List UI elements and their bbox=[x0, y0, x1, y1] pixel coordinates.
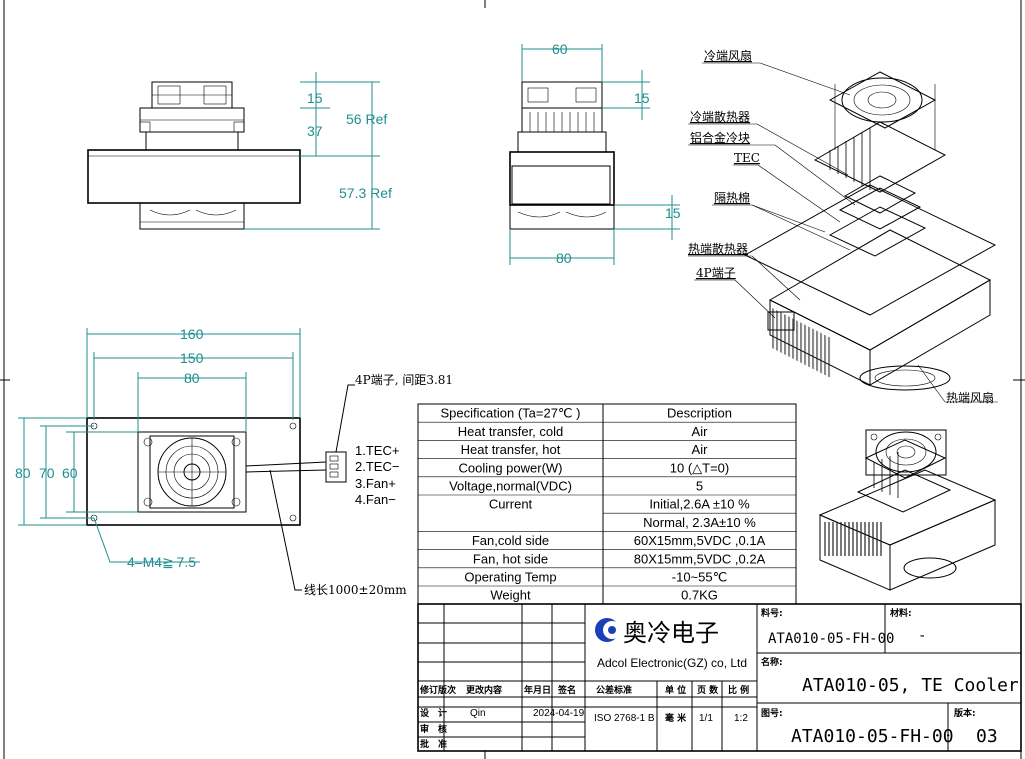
end-view: 60 15 15 80 bbox=[509, 41, 681, 266]
rev-header-date: 年月日 bbox=[524, 684, 551, 696]
dim-top-70-vertical: 70 bbox=[39, 465, 55, 481]
version-label: 版本: bbox=[953, 707, 976, 719]
dim-end-15-bot: 15 bbox=[665, 205, 681, 221]
dim-end-60: 60 bbox=[552, 41, 568, 57]
label-cold-sink: 冷端散热器 bbox=[690, 109, 750, 124]
spec-name-cell: Weight bbox=[490, 588, 531, 603]
review-label: 审 核 bbox=[420, 723, 447, 735]
name-label: 名称: bbox=[761, 656, 783, 668]
label-hot-sink: 热端散热器 bbox=[688, 241, 748, 256]
label-4p-terminal: 4P端子 bbox=[696, 266, 736, 280]
title-block: 奥冷电子 Adcol Electronic(GZ) co, Ltd 修订版次 更… bbox=[417, 603, 1022, 752]
pin-2: 2.TEC− bbox=[355, 459, 399, 474]
label-tec: TEC bbox=[734, 151, 760, 165]
pin-4: 4.Fan− bbox=[355, 492, 396, 507]
spec-value-cell: 10 (△T=0) bbox=[670, 460, 730, 475]
spec-value-cell: 0.7KG bbox=[681, 588, 718, 603]
material-value: - bbox=[918, 628, 926, 644]
dim-top-60-vertical: 60 bbox=[62, 465, 78, 481]
design-date: 2024-04-19 bbox=[533, 708, 585, 719]
drawing-no: ATA010-05-FH-00 bbox=[791, 726, 954, 747]
dim-end-80: 80 bbox=[556, 250, 572, 266]
spec-value-cell: 60X15mm,5VDC ,0.1A bbox=[634, 533, 766, 548]
rev-header-version: 修订版次 bbox=[419, 684, 456, 696]
version-value: 03 bbox=[976, 726, 998, 747]
dim-top-160: 160 bbox=[180, 326, 204, 342]
spec-value-cell: Air bbox=[692, 424, 709, 439]
dim-side-573ref: 57.3 Ref bbox=[339, 185, 392, 201]
spec-name-cell: Fan,cold side bbox=[472, 533, 549, 548]
assembled-view bbox=[818, 429, 997, 591]
designer-name: Qin bbox=[470, 708, 486, 719]
company-name-cn: 奥冷电子 bbox=[623, 619, 719, 647]
pin-1: 1.TEC+ bbox=[355, 443, 399, 458]
part-no-label: 料号: bbox=[761, 607, 783, 619]
exploded-view: 冷端风扇 冷端散热器 铝合金冷块 TEC 隔热棉 热端散热器 4P端子 热端风扇 bbox=[688, 48, 998, 405]
scale-label: 比 例 bbox=[728, 684, 749, 696]
spec-value-cell: Initial,2.6A ±10 % bbox=[649, 497, 750, 512]
approve-label: 批 准 bbox=[420, 738, 447, 750]
spec-name-cell: Fan, hot side bbox=[473, 551, 548, 566]
dim-top-150: 150 bbox=[180, 350, 204, 366]
unit-value: 毫 米 bbox=[665, 712, 687, 724]
top-view: 160 150 80 80 70 60 4–M4≧ 7.5 4P端子, 间距3.… bbox=[15, 326, 453, 597]
spec-value-cell: Description bbox=[667, 406, 732, 421]
spec-name-cell: Cooling power(W) bbox=[458, 460, 562, 475]
label-aluminum-block: 铝合金冷块 bbox=[690, 130, 750, 145]
rev-header-sign: 签名 bbox=[557, 684, 576, 696]
unit-label: 单 位 bbox=[665, 684, 686, 696]
spec-name-cell: Heat transfer, hot bbox=[461, 442, 561, 457]
page-value: 1/1 bbox=[699, 713, 713, 724]
page-label: 页 数 bbox=[697, 684, 719, 696]
pin-3: 3.Fan+ bbox=[355, 476, 396, 491]
dim-top-80-vertical: 80 bbox=[15, 465, 31, 481]
spec-value-cell: Normal, 2.3A±10 % bbox=[643, 515, 756, 530]
rev-header-content: 更改内容 bbox=[466, 684, 502, 696]
spec-name-cell: Operating Temp bbox=[464, 570, 556, 585]
material-label: 材料: bbox=[889, 607, 912, 619]
dim-side-56ref: 56 Ref bbox=[346, 111, 387, 127]
dim-holes: 4–M4≧ 7.5 bbox=[127, 554, 196, 570]
spec-value-cell: 80X15mm,5VDC ,0.2A bbox=[634, 551, 766, 566]
spec-value-cell: Air bbox=[692, 442, 709, 457]
spec-name-cell: Voltage,normal(VDC) bbox=[449, 479, 572, 494]
spec-name-cell: Current bbox=[489, 497, 533, 512]
terminal-note: 4P端子, 间距3.81 bbox=[355, 373, 453, 387]
dim-side-15: 15 bbox=[307, 90, 323, 106]
tolerance-value: ISO 2768-1 B bbox=[594, 713, 655, 724]
label-cold-fan: 冷端风扇 bbox=[704, 48, 752, 63]
label-hot-fan: 热端风扇 bbox=[946, 390, 994, 405]
wire-length-note: 线长1000±20mm bbox=[304, 583, 407, 597]
tolerance-label: 公差标准 bbox=[596, 684, 632, 696]
spec-name-cell: Heat transfer, cold bbox=[458, 424, 564, 439]
company-logo: 奥冷电子 bbox=[595, 618, 719, 647]
part-no: ATA010-05-FH-00 bbox=[768, 631, 894, 647]
spec-name-cell: Specification (Ta=27℃ ) bbox=[441, 406, 581, 421]
label-insulation: 隔热棉 bbox=[714, 191, 750, 205]
company-name-en: Adcol Electronic(GZ) co, Ltd bbox=[597, 656, 747, 670]
side-view: 15 37 56 Ref 57.3 Ref bbox=[87, 72, 392, 230]
dim-end-15-top: 15 bbox=[634, 90, 650, 106]
scale-value: 1:2 bbox=[734, 713, 748, 724]
spec-value-cell: 5 bbox=[696, 479, 703, 494]
designer-label: 设 计 bbox=[420, 707, 447, 719]
part-name: ATA010-05, TE Cooler bbox=[802, 675, 1019, 696]
spec-value-cell: -10~55℃ bbox=[672, 570, 727, 585]
dim-top-80: 80 bbox=[184, 370, 200, 386]
dim-side-37: 37 bbox=[307, 123, 323, 139]
drawing-no-label: 图号: bbox=[761, 708, 783, 719]
